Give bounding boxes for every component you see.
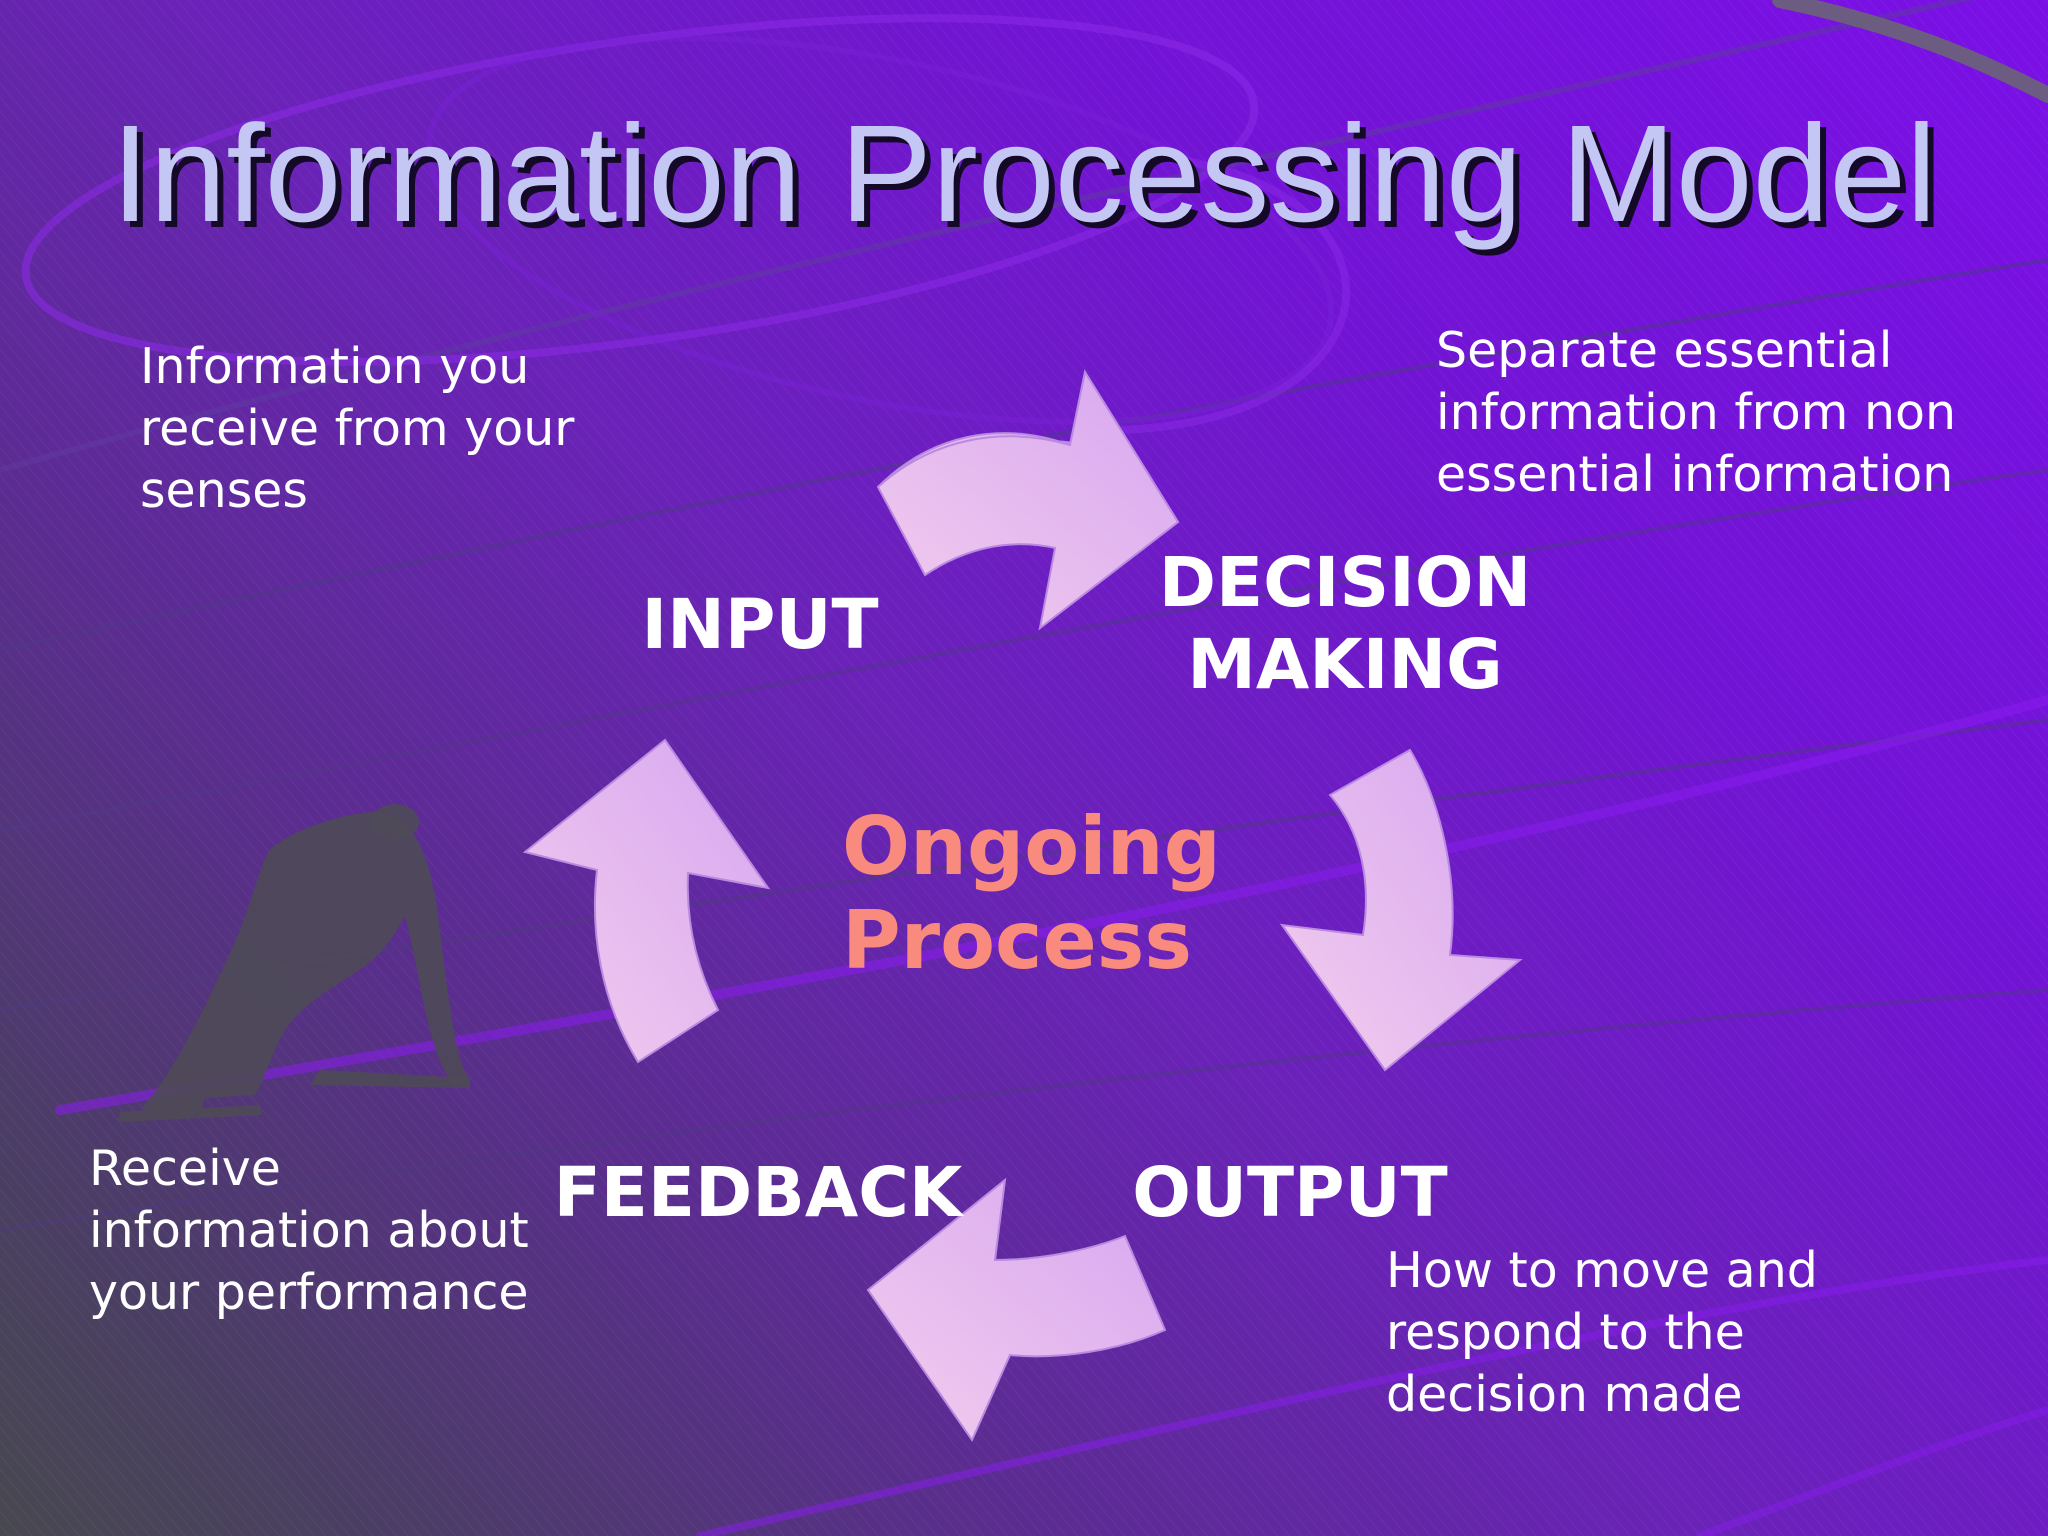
center-label: Ongoing Process — [842, 800, 1221, 987]
stage-label-output: OUTPUT — [1132, 1153, 1448, 1233]
stage-label-decision-making: DECISION MAKING — [1158, 543, 1532, 705]
feedback-description: Receive information about your performan… — [89, 1140, 529, 1321]
curved-arrow-icon — [522, 738, 771, 1064]
curved-arrow-icon — [866, 1177, 1167, 1443]
sprinter-silhouette-icon — [118, 804, 470, 1122]
stage-label-feedback: FEEDBACK — [553, 1153, 963, 1233]
output-description: How to move and respond to the decision … — [1386, 1242, 1818, 1423]
curved-arrow-icon — [876, 369, 1180, 631]
slide-title: Information Processing Model — [111, 97, 1937, 251]
stage-label-input: INPUT — [641, 585, 879, 665]
curved-arrow-icon — [1279, 748, 1523, 1072]
input-description: Information you receive from your senses — [140, 338, 575, 519]
decision-description: Separate essential information from non … — [1436, 322, 1957, 503]
